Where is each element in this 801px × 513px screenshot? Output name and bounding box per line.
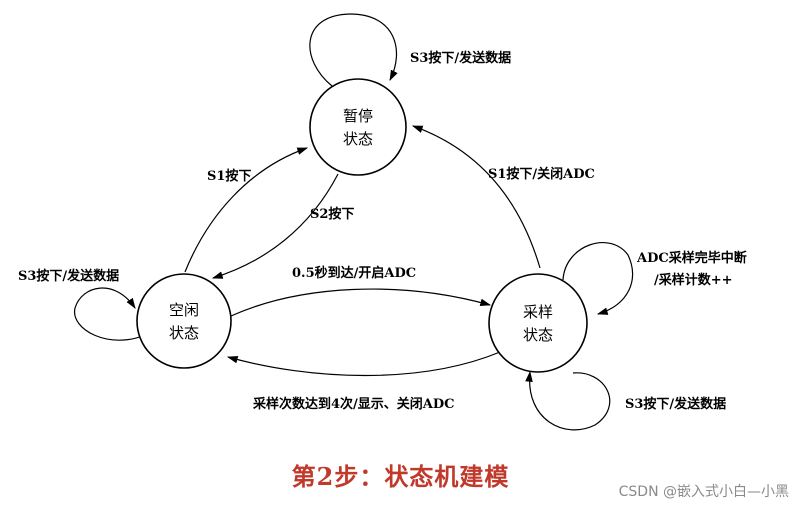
watermark-text: CSDN @嵌入式小白—小黑 <box>618 484 789 500</box>
state-idle-line1: 空闲 <box>169 301 199 319</box>
edge-label-sampling-adc-line2: /采样计数++ <box>654 272 733 288</box>
edge-label-idle-to-sampling: 0.5秒到达/开启ADC <box>292 265 416 281</box>
state-idle-line2: 状态 <box>169 324 199 342</box>
edge-idle-to-sampling <box>230 288 492 317</box>
state-idle: 空闲 状态 <box>136 273 232 369</box>
edge-sampling-s3-loop <box>525 370 611 431</box>
edge-label-paused-to-idle: S2按下 <box>310 206 354 222</box>
edge-paused-to-idle <box>211 173 339 279</box>
edge-label-idle-to-paused: S1按下 <box>207 168 251 184</box>
edge-label-sampling-to-idle: 采样次数达到4次/显示、关闭ADC <box>252 396 455 412</box>
state-paused: 暂停 状态 <box>309 78 407 176</box>
edge-label-idle-self: S3按下/发送数据 <box>18 268 119 284</box>
state-paused-line2: 状态 <box>343 130 373 148</box>
edge-label-paused-self: S3按下/发送数据 <box>410 50 511 66</box>
state-sampling-line1: 采样 <box>523 303 553 321</box>
edge-sampling-to-paused <box>411 125 541 269</box>
state-paused-line1: 暂停 <box>343 107 373 125</box>
state-sampling-line2: 状态 <box>523 326 553 344</box>
state-sampling: 采样 状态 <box>488 273 588 373</box>
edge-sampling-to-idle <box>226 351 501 377</box>
edge-label-sampling-s3: S3按下/发送数据 <box>625 396 726 412</box>
edge-sampling-adc-loop <box>562 242 634 315</box>
edge-idle-self-loop <box>74 287 146 341</box>
figure-caption: 第2步：状态机建模 <box>291 462 510 491</box>
edge-paused-self-loop <box>309 13 398 87</box>
edge-idle-to-paused <box>184 147 309 273</box>
edge-label-sampling-to-paused: S1按下/关闭ADC <box>488 166 595 182</box>
edge-label-sampling-adc-line1: ADC采样完毕中断 <box>636 250 747 266</box>
